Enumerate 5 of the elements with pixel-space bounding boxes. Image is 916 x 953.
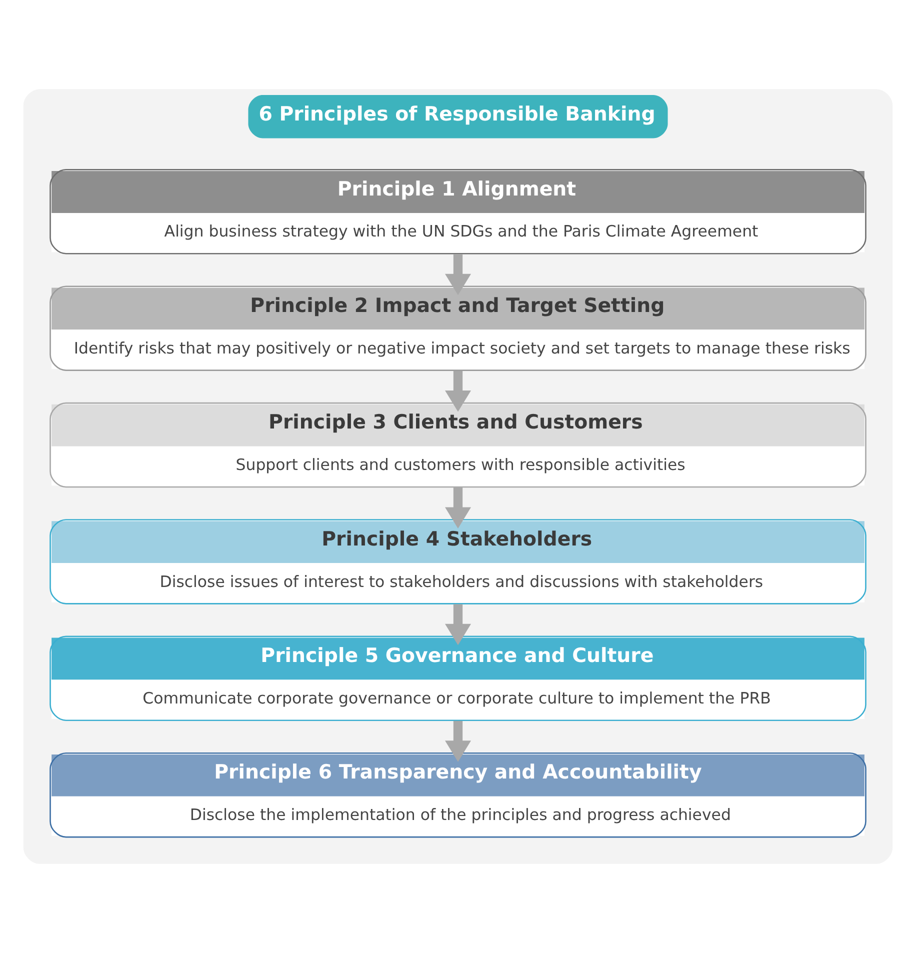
arrow — [445, 254, 472, 296]
arrow — [445, 488, 472, 528]
arrow — [445, 370, 472, 412]
arrow — [445, 604, 472, 646]
arrow — [445, 720, 472, 762]
